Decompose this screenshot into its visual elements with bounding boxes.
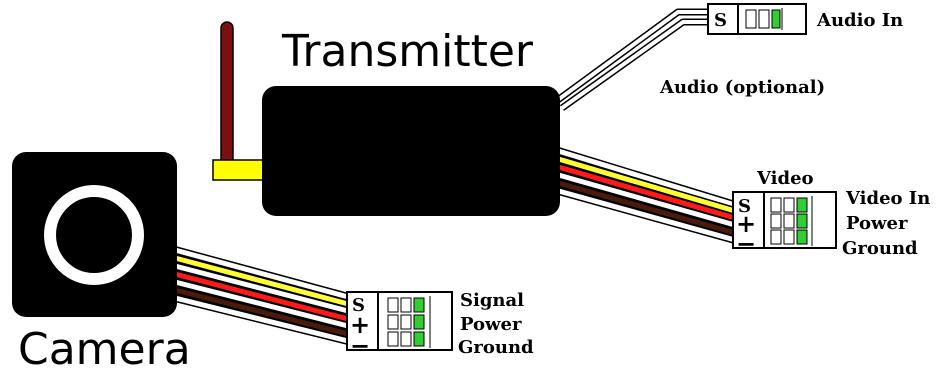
video-in-label: Video In bbox=[845, 188, 930, 209]
connector-icon bbox=[745, 8, 783, 30]
video-pin-plus: + bbox=[736, 209, 756, 238]
camera-cable bbox=[173, 246, 354, 346]
transmitter-body bbox=[262, 86, 560, 216]
camera-title: Camera bbox=[18, 324, 191, 368]
camera-connector bbox=[346, 291, 453, 351]
connector-icon bbox=[770, 196, 813, 246]
video-label: Video bbox=[756, 168, 814, 189]
camera-ground-label: Ground bbox=[458, 337, 534, 358]
audio-connector bbox=[707, 3, 807, 35]
video-pin-minus: − bbox=[736, 229, 756, 258]
video-connector bbox=[732, 191, 837, 249]
camera-body bbox=[12, 152, 177, 317]
signal-label: Signal bbox=[460, 290, 524, 311]
audio-pin-s: S bbox=[714, 10, 727, 31]
video-power-label: Power bbox=[846, 213, 908, 234]
camera-pin-plus: + bbox=[350, 310, 370, 339]
audio-optional-label: Audio (optional) bbox=[659, 77, 825, 98]
video-ground-label: Ground bbox=[842, 238, 918, 259]
camera-pin-minus: − bbox=[350, 331, 370, 360]
antenna-icon bbox=[212, 21, 266, 181]
audio-in-label: Audio In bbox=[816, 10, 903, 31]
camera-pin-s: S bbox=[352, 295, 365, 316]
connector-icon bbox=[387, 296, 431, 348]
audio-cable bbox=[552, 8, 710, 111]
camera-power-label: Power bbox=[460, 314, 522, 335]
video-pin-s: S bbox=[738, 196, 751, 217]
transmitter-title: Transmitter bbox=[281, 26, 534, 77]
camera-lens-icon bbox=[44, 185, 144, 285]
transmitter-video-cable bbox=[553, 146, 737, 244]
